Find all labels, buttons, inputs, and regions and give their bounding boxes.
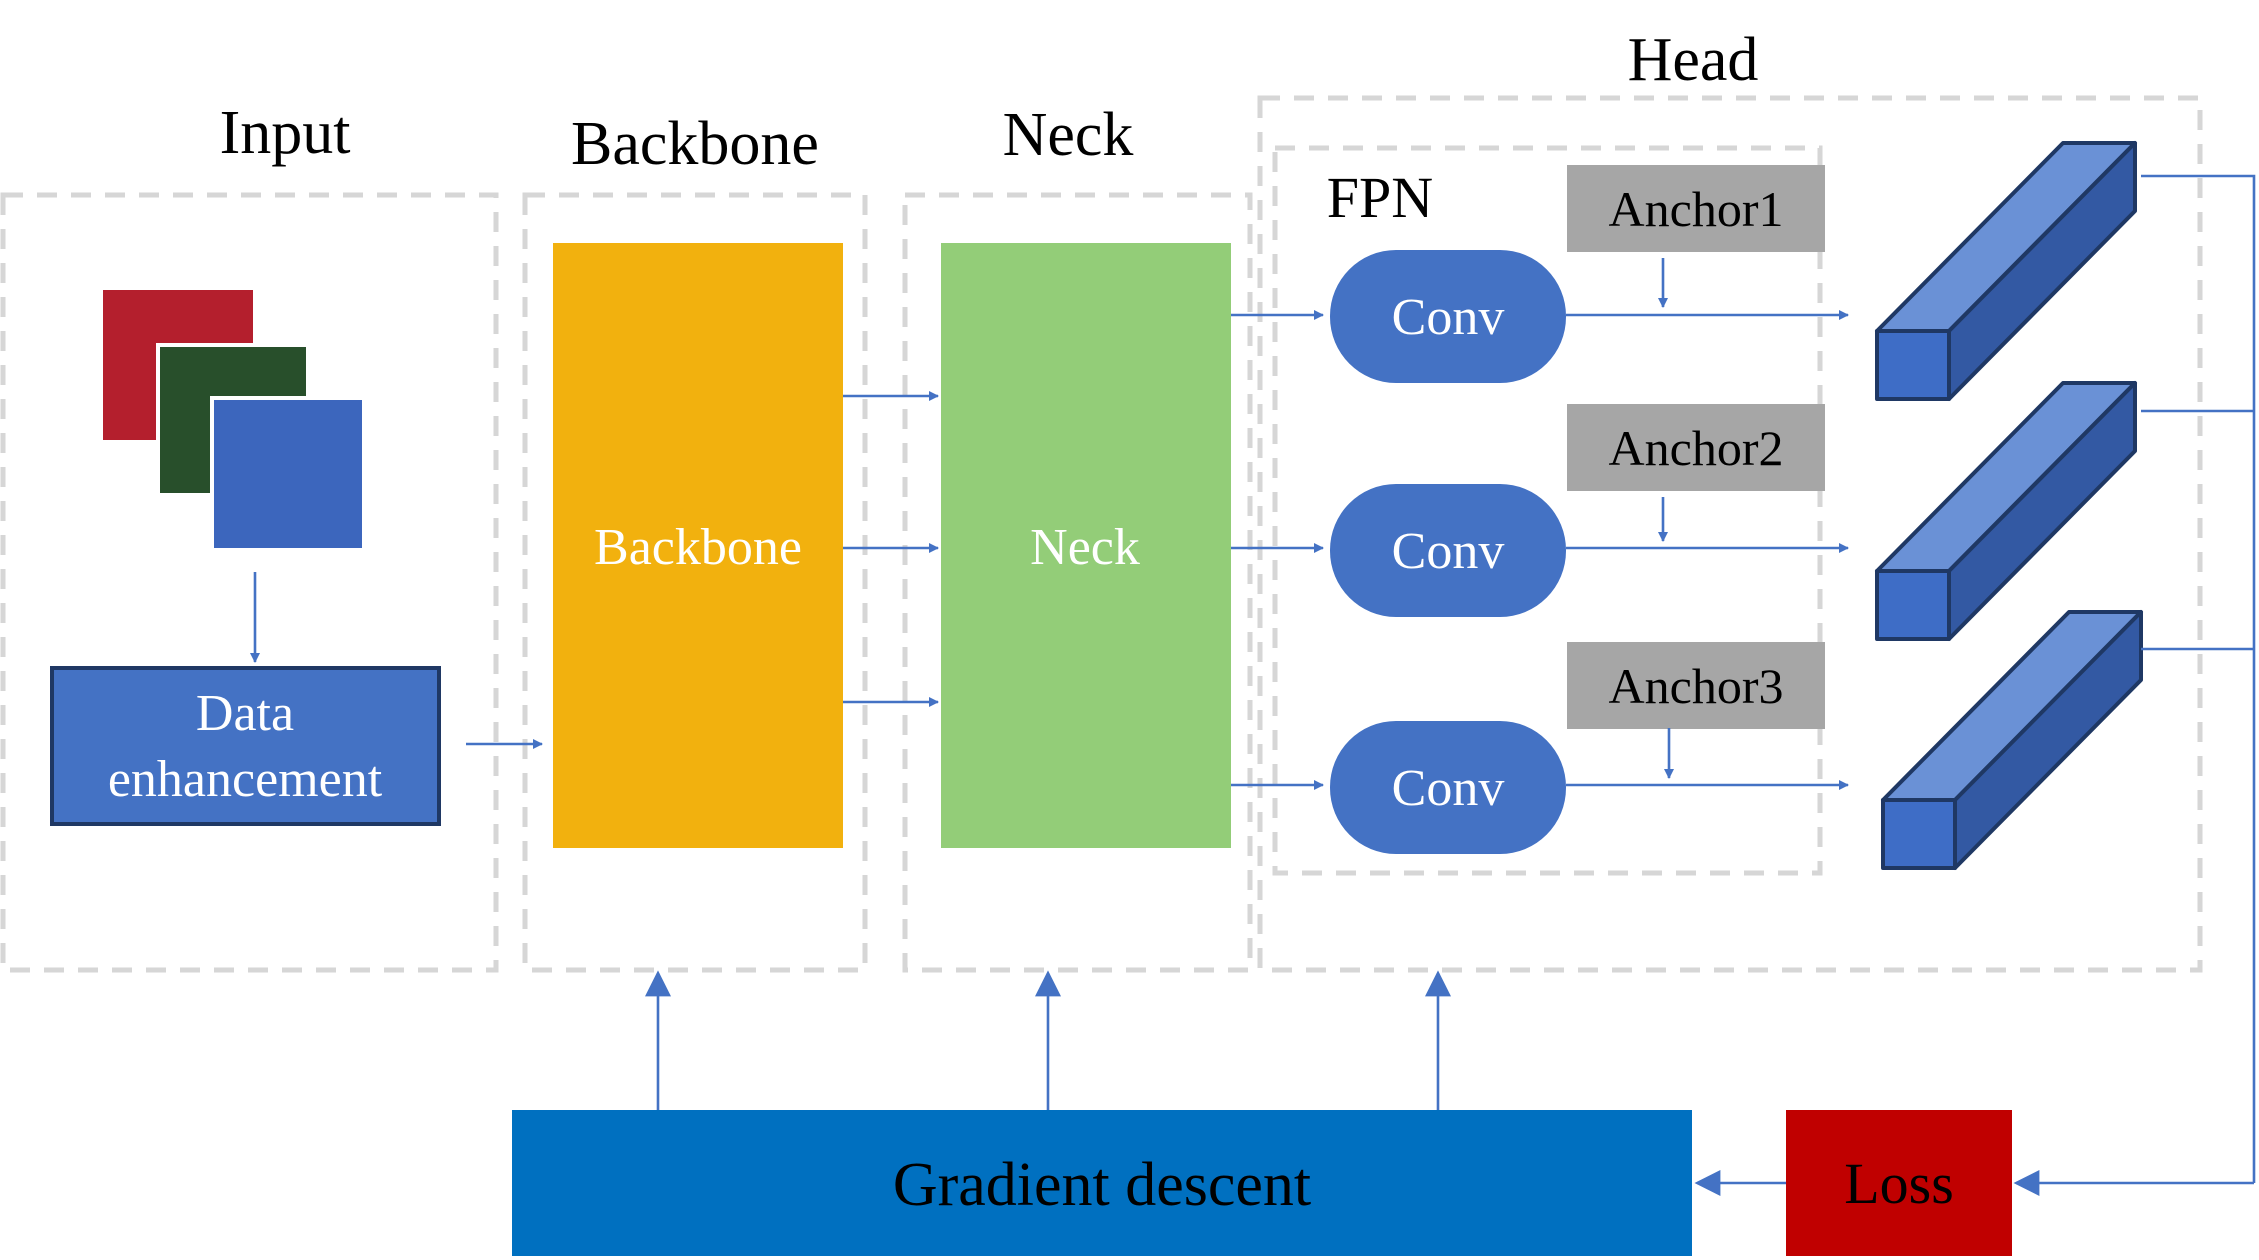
conv-block-1	[1330, 250, 1566, 383]
anchor3-block	[1567, 642, 1825, 729]
output-feature-map-3	[1881, 610, 2143, 870]
input-image-blue	[210, 396, 366, 552]
data-enhancement-block	[50, 666, 441, 826]
loss-label: Loss	[1844, 1151, 1954, 1216]
output-feature-map-1	[1875, 141, 2137, 401]
output-to-loss-connector-1	[2141, 174, 2256, 1183]
conv-label-3: Conv	[1392, 760, 1505, 817]
fpn-title: FPN	[1327, 165, 1433, 230]
neck-title: Neck	[1003, 101, 1134, 169]
output-feature-map-2	[1875, 381, 2137, 641]
neck-block	[941, 243, 1231, 848]
backbone-block-label: Backbone	[594, 519, 802, 576]
anchor1-block	[1567, 165, 1825, 252]
conv-label-2: Conv	[1392, 523, 1505, 580]
backbone-section-box	[522, 192, 868, 973]
input-section-box	[0, 192, 499, 973]
data-enhancement-label-line2: enhancement	[108, 751, 383, 808]
gradient-descent-block	[512, 1110, 1692, 1256]
anchor2-label: Anchor2	[1609, 420, 1784, 476]
data-enhancement-label-line1: Data	[196, 685, 294, 742]
input-title: Input	[220, 99, 351, 167]
neck-section-box	[902, 192, 1253, 973]
loss-block	[1786, 1110, 2012, 1256]
anchor2-block	[1567, 404, 1825, 491]
conv-block-2	[1330, 484, 1566, 617]
fpn-section-box	[1272, 145, 1823, 876]
backbone-title: Backbone	[571, 110, 819, 178]
gradient-descent-label: Gradient descent	[893, 1151, 1311, 1219]
backbone-block	[553, 243, 843, 848]
conv-label-1: Conv	[1392, 289, 1505, 346]
input-image-stack	[103, 290, 366, 552]
neck-block-label: Neck	[1030, 519, 1140, 576]
anchor3-label: Anchor3	[1609, 658, 1784, 714]
anchor1-label: Anchor1	[1609, 181, 1784, 237]
head-title: Head	[1628, 26, 1759, 94]
head-section-box	[1257, 95, 2203, 973]
conv-block-3	[1330, 721, 1566, 854]
